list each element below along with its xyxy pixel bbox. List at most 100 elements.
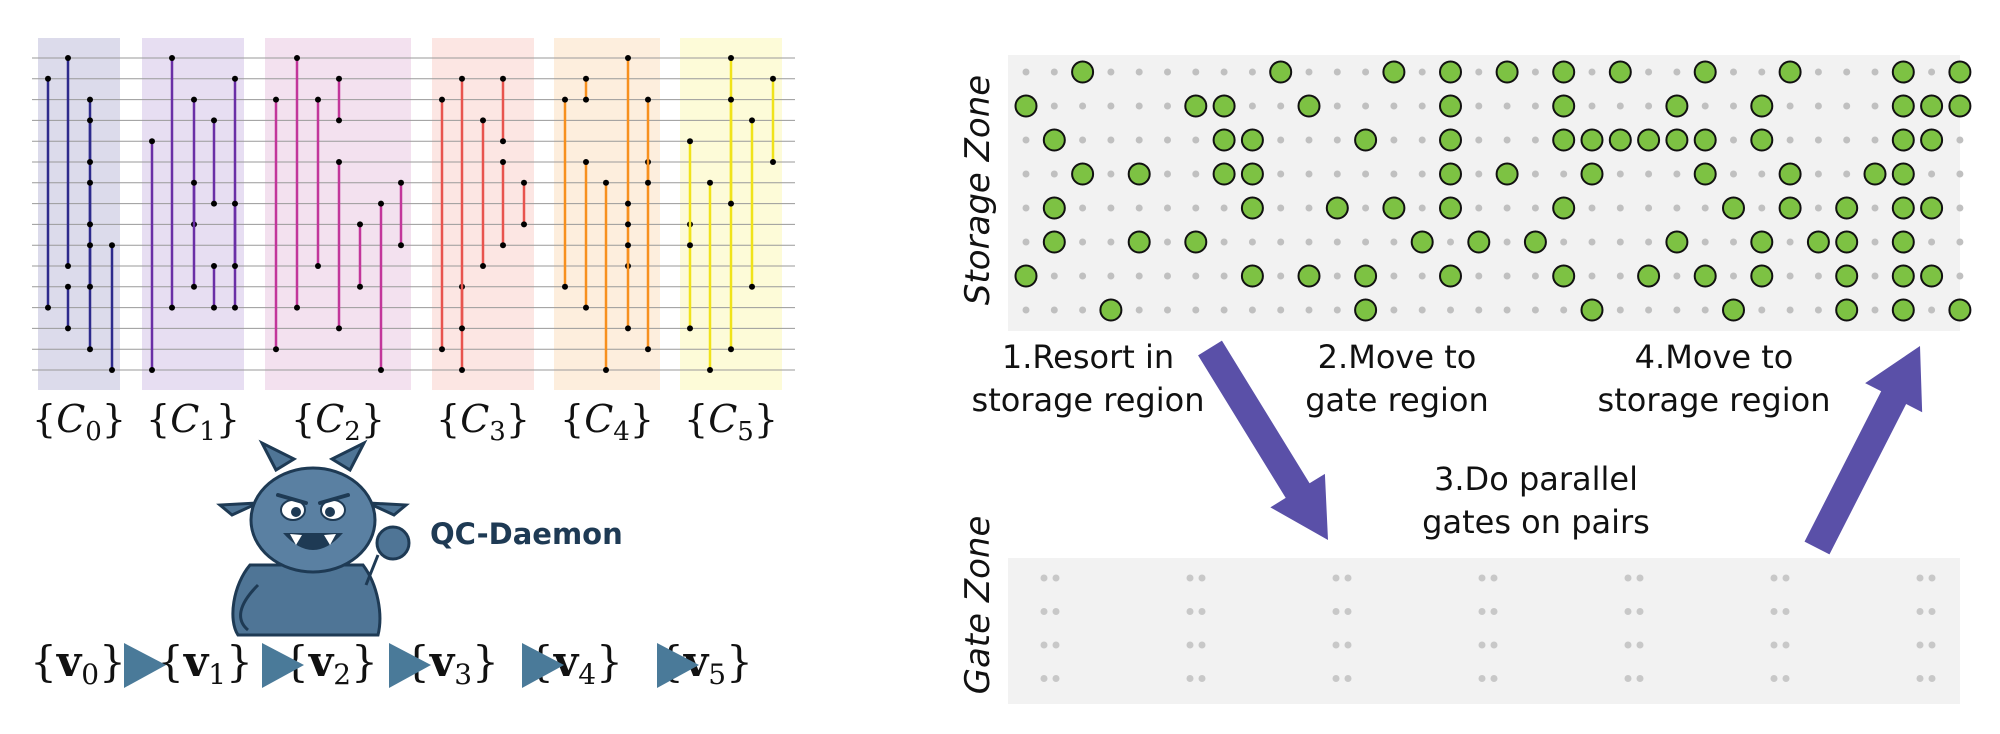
gate-site xyxy=(1332,574,1340,582)
gate-control-dot xyxy=(770,75,776,82)
atom xyxy=(1693,162,1717,186)
empty-site xyxy=(1390,170,1398,178)
empty-site xyxy=(1022,306,1030,314)
atom xyxy=(1042,128,1066,152)
gate-control-dot xyxy=(562,96,568,103)
empty-site xyxy=(1786,102,1794,110)
gate-control-dot xyxy=(211,117,217,124)
atom xyxy=(1014,94,1038,118)
atom xyxy=(1891,196,1915,220)
gate-control-dot xyxy=(169,55,175,61)
atom xyxy=(1127,162,1151,186)
gate-target-dot xyxy=(109,367,115,373)
gate-control-dot xyxy=(87,179,93,186)
gate-control-dot xyxy=(65,55,71,61)
atom xyxy=(1693,264,1717,288)
sequence-arrow-icon xyxy=(262,643,304,688)
step-label-line2: storage region xyxy=(972,381,1205,419)
gate-site xyxy=(1636,675,1644,682)
gate-target-dot xyxy=(65,263,71,269)
gate-control-dot xyxy=(336,159,342,165)
atom xyxy=(1750,94,1774,118)
atom xyxy=(1099,298,1123,322)
atom xyxy=(1722,298,1745,322)
empty-site xyxy=(1956,170,1964,178)
gate-site xyxy=(1624,574,1632,582)
empty-site xyxy=(1022,238,1030,246)
empty-site xyxy=(1588,272,1596,280)
atom xyxy=(1071,162,1095,186)
empty-site xyxy=(1220,238,1228,246)
empty-site xyxy=(1475,306,1483,314)
atom xyxy=(1608,128,1632,152)
empty-site xyxy=(1135,136,1143,144)
gate-control-dot xyxy=(336,75,342,82)
gate-site xyxy=(1770,641,1778,649)
atom xyxy=(1297,94,1321,118)
gate-site xyxy=(1636,608,1644,615)
gate-target-dot xyxy=(398,242,404,249)
gate-site xyxy=(1344,574,1352,582)
gate-site xyxy=(1624,641,1632,649)
empty-site xyxy=(1475,272,1483,280)
gate-target-dot xyxy=(336,325,342,332)
gate-site xyxy=(1770,608,1778,615)
gate-control-dot xyxy=(65,283,71,290)
empty-site xyxy=(1107,204,1115,212)
gate-site xyxy=(1344,608,1352,615)
empty-site xyxy=(1418,68,1426,76)
atom xyxy=(1637,128,1661,152)
gate-target-dot xyxy=(562,283,568,290)
empty-site xyxy=(1277,204,1285,212)
atom xyxy=(1354,128,1378,152)
atom xyxy=(1608,60,1632,84)
atom xyxy=(1354,264,1378,288)
gate-site xyxy=(1344,675,1352,682)
atom xyxy=(1835,230,1859,254)
empty-site xyxy=(1333,306,1341,314)
empty-site xyxy=(1956,238,1964,246)
empty-site xyxy=(1277,170,1285,178)
empty-site xyxy=(1305,136,1313,144)
mascot-name-label: QC-Daemon xyxy=(430,517,623,551)
empty-site xyxy=(1814,272,1822,280)
atom xyxy=(1439,128,1462,152)
gate-site xyxy=(1916,675,1924,682)
gate-site xyxy=(1782,608,1790,615)
atom xyxy=(1948,298,1972,322)
group-labels: {C0}{C1}{C2}{C3}{C4}{C5} xyxy=(32,397,778,447)
empty-site xyxy=(1701,204,1709,212)
empty-site xyxy=(1305,306,1313,314)
atom xyxy=(1750,128,1774,152)
empty-site xyxy=(1560,306,1568,314)
empty-site xyxy=(1871,238,1879,246)
atom xyxy=(1439,196,1462,220)
empty-site xyxy=(1248,102,1256,110)
gate-control-dot xyxy=(191,179,197,186)
empty-site xyxy=(1277,136,1285,144)
gate-target-dot xyxy=(357,283,363,290)
empty-site xyxy=(1418,306,1426,314)
atom xyxy=(1439,162,1462,186)
atom xyxy=(1891,94,1915,118)
empty-site xyxy=(1588,238,1596,246)
gate-site xyxy=(1332,675,1340,682)
empty-site xyxy=(1871,272,1879,280)
gate-target-dot xyxy=(500,138,506,145)
empty-site xyxy=(1531,306,1539,314)
empty-site xyxy=(1164,306,1171,314)
gate-site xyxy=(1186,675,1194,682)
empty-site xyxy=(1730,170,1737,178)
empty-site xyxy=(1135,204,1143,212)
empty-site xyxy=(1447,306,1454,314)
gate-target-dot xyxy=(500,242,506,249)
empty-site xyxy=(1333,238,1341,246)
empty-site xyxy=(1164,102,1171,110)
empty-site xyxy=(1786,136,1794,144)
step-label-line1: 4.Move to xyxy=(1635,338,1794,376)
gate-target-dot xyxy=(687,242,693,249)
empty-site xyxy=(1107,238,1115,246)
circuit-group-bands xyxy=(38,38,782,390)
atom xyxy=(1552,60,1576,84)
